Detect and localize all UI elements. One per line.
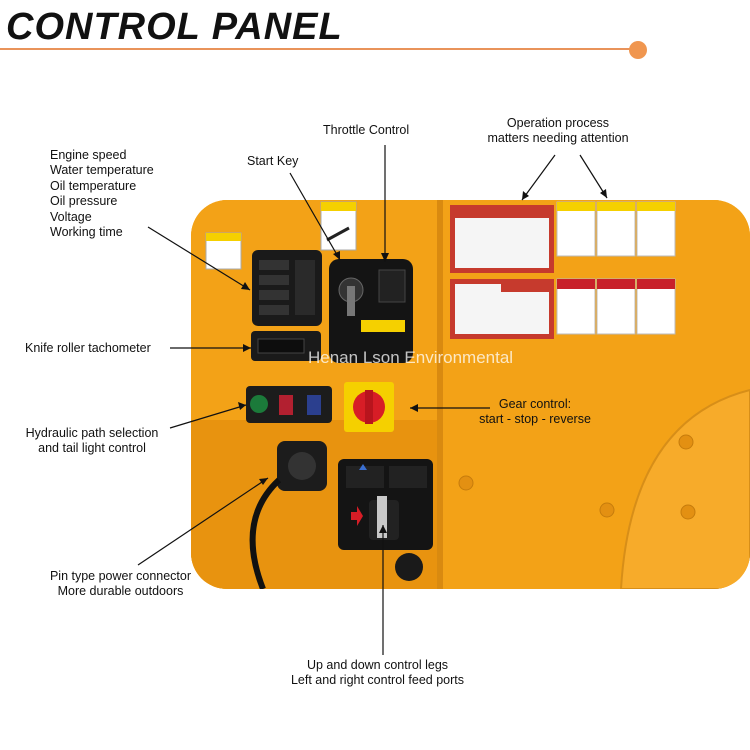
label-start-key: Start Key bbox=[247, 154, 299, 168]
title-accent-dot bbox=[629, 41, 647, 59]
lower-knob bbox=[395, 553, 423, 581]
label-hydraulic-line1: Hydraulic path selection bbox=[25, 426, 159, 440]
label-hydraulic-line2: and tail light control bbox=[38, 441, 146, 455]
caution-sticker-left bbox=[205, 232, 242, 270]
power-connector bbox=[249, 441, 327, 589]
label-pin-connector: Pin type power connector More durable ou… bbox=[38, 569, 203, 599]
gear-rotary-switch bbox=[344, 382, 394, 432]
stop-sticker bbox=[320, 201, 357, 251]
page-title: CONTROL PANEL bbox=[6, 6, 343, 48]
label-gear-control: Gear control: start - stop - reverse bbox=[465, 397, 605, 427]
operation-sticker-red bbox=[450, 205, 554, 273]
label-engine-speed: Engine speed bbox=[50, 148, 127, 162]
label-throttle-control: Throttle Control bbox=[323, 123, 410, 137]
label-working-time: Working time bbox=[50, 225, 123, 239]
title-underline bbox=[0, 48, 632, 50]
label-oil-temperature: Oil temperature bbox=[50, 179, 137, 193]
label-operation-process-line1: Operation process bbox=[506, 116, 610, 130]
hydraulic-switch-panel bbox=[246, 386, 332, 423]
label-gear-control-line2: start - stop - reverse bbox=[479, 412, 591, 426]
label-water-temperature: Water temperature bbox=[50, 163, 154, 177]
engine-monitor bbox=[252, 250, 322, 326]
caution-stickers-right bbox=[556, 201, 676, 257]
label-legs-line2: Left and right control feed ports bbox=[290, 673, 465, 687]
label-gear-control-line1: Gear control: bbox=[498, 397, 572, 411]
label-operation-process: Operation process matters needing attent… bbox=[478, 116, 638, 146]
label-voltage: Voltage bbox=[50, 210, 92, 224]
legs-feed-control-box bbox=[338, 459, 433, 550]
label-oil-pressure: Oil pressure bbox=[50, 194, 118, 208]
machine-illustration bbox=[191, 200, 750, 589]
label-pin-connector-line2: More durable outdoors bbox=[57, 584, 184, 598]
label-hydraulic: Hydraulic path selection and tail light … bbox=[14, 426, 170, 456]
label-operation-process-line2: matters needing attention bbox=[487, 131, 629, 145]
operation-sticker-danger bbox=[450, 279, 554, 339]
machine-photo bbox=[191, 200, 750, 589]
danger-stickers-right bbox=[556, 278, 676, 335]
label-legs-line1: Up and down control legs bbox=[306, 658, 449, 672]
knife-roller-tachometer bbox=[251, 331, 321, 361]
start-key-panel bbox=[329, 259, 413, 363]
label-legs-feed: Up and down control legs Left and right … bbox=[270, 658, 485, 688]
label-pin-connector-line1: Pin type power connector bbox=[49, 569, 192, 583]
label-knife-roller-tachometer: Knife roller tachometer bbox=[25, 341, 151, 355]
watermark: Henan Lson Environmental bbox=[308, 348, 514, 367]
